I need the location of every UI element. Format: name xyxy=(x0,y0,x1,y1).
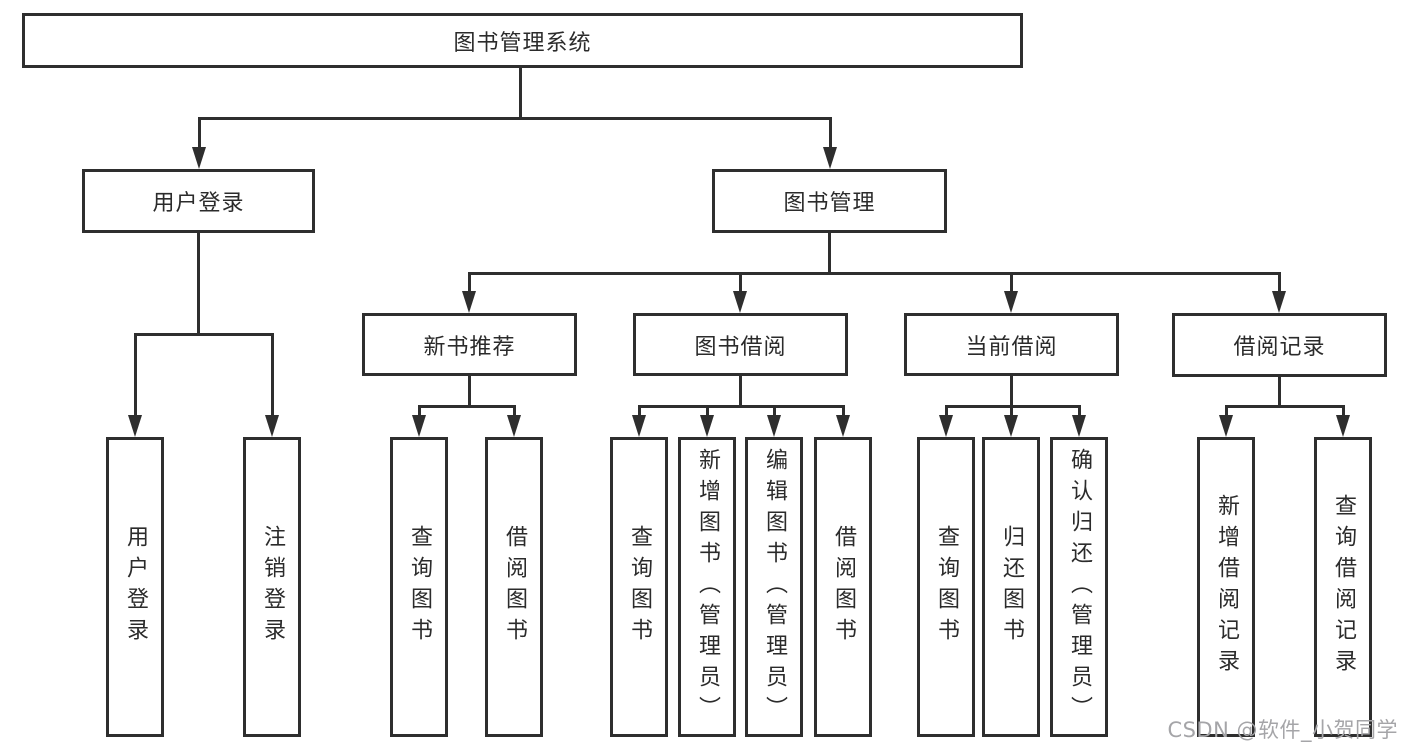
leaf-user-login: 用户登录 xyxy=(106,437,164,737)
csdn-watermark: CSDN @软件_小贺同学 xyxy=(1167,718,1398,742)
arrow-to-leaf-user-login xyxy=(128,333,142,437)
leaf-logout-label: 注销登录 xyxy=(260,525,285,649)
leaf-query-books-recommend: 查询图书 xyxy=(390,437,448,737)
leaf-add-borrow-record: 新增借阅记录 xyxy=(1197,437,1255,737)
arrow-to-book-borrow xyxy=(733,272,747,313)
connector-book-management-stem xyxy=(828,233,831,275)
node-book-borrow: 图书借阅 xyxy=(633,313,848,376)
connector-level1-rail xyxy=(198,117,832,120)
arrow-to-leaf-query-borrow-record xyxy=(1336,405,1350,437)
arrow-to-leaf-logout xyxy=(265,333,279,437)
connector-book-borrow-rail xyxy=(638,405,845,408)
connector-borrow-record-rail xyxy=(1225,405,1345,408)
leaf-query-books-current: 查询图书 xyxy=(917,437,975,737)
node-root-library-system: 图书管理系统 xyxy=(22,13,1023,68)
arrow-to-leaf-borrow-books-recommend xyxy=(507,405,521,437)
leaf-borrow-books-recommend: 借阅图书 xyxy=(485,437,543,737)
arrowhead-icon xyxy=(128,415,142,437)
connector-root-stem xyxy=(519,68,522,119)
arrow-to-user-login xyxy=(192,117,206,169)
node-new-book-recommend-label: 新书推荐 xyxy=(423,334,516,360)
leaf-query-borrow-record-label: 查询借阅记录 xyxy=(1331,494,1356,680)
arrowhead-icon xyxy=(462,291,476,313)
leaf-edit-books-admin-label: 编辑图书（管理员） xyxy=(762,447,787,727)
arrow-to-leaf-query-books-recommend xyxy=(412,405,426,437)
node-new-book-recommend: 新书推荐 xyxy=(362,313,577,376)
arrowhead-icon xyxy=(1004,291,1018,313)
connector-new-book-rail xyxy=(418,405,516,408)
node-borrow-record: 借阅记录 xyxy=(1172,313,1387,377)
leaf-query-books-borrow-label: 查询图书 xyxy=(627,525,652,649)
node-current-borrow: 当前借阅 xyxy=(904,313,1119,376)
leaf-borrow-books: 借阅图书 xyxy=(814,437,872,737)
leaf-logout: 注销登录 xyxy=(243,437,301,737)
arrow-to-leaf-return-books xyxy=(1004,405,1018,437)
arrowhead-icon xyxy=(412,415,426,437)
arrow-to-book-management xyxy=(823,117,837,169)
node-current-borrow-label: 当前借阅 xyxy=(965,334,1058,360)
arrow-to-current-borrow xyxy=(1004,272,1018,313)
leaf-return-books-label: 归还图书 xyxy=(999,525,1024,649)
arrowhead-icon xyxy=(1072,415,1086,437)
connector-current-borrow-stem xyxy=(1010,376,1013,408)
connector-user-login-rail xyxy=(134,333,274,336)
arrowhead-icon xyxy=(1004,415,1018,437)
arrow-to-leaf-add-borrow-record xyxy=(1219,405,1233,437)
arrow-to-leaf-borrow-books xyxy=(836,405,850,437)
arrowhead-icon xyxy=(767,415,781,437)
arrowhead-icon xyxy=(265,415,279,437)
arrowhead-icon xyxy=(836,415,850,437)
node-book-management: 图书管理 xyxy=(712,169,947,233)
node-user-login-label: 用户登录 xyxy=(152,191,245,216)
arrowhead-icon xyxy=(823,147,837,169)
connector-book-borrow-stem xyxy=(739,376,742,408)
connector-level2-rail xyxy=(468,272,1281,275)
node-book-management-label: 图书管理 xyxy=(783,191,876,216)
arrow-to-borrow-record xyxy=(1272,272,1286,313)
arrowhead-icon xyxy=(1219,415,1233,437)
connector-new-book-stem xyxy=(468,376,471,408)
arrow-to-leaf-add-books-admin xyxy=(700,405,714,437)
node-borrow-record-label: 借阅记录 xyxy=(1233,335,1326,360)
leaf-return-books: 归还图书 xyxy=(982,437,1040,737)
leaf-borrow-books-label: 借阅图书 xyxy=(831,525,856,649)
arrowhead-icon xyxy=(1336,415,1350,437)
arrow-to-leaf-query-books-current xyxy=(939,405,953,437)
arrowhead-icon xyxy=(507,415,521,437)
leaf-add-borrow-record-label: 新增借阅记录 xyxy=(1214,494,1239,680)
leaf-add-books-admin-label: 新增图书（管理员） xyxy=(695,447,720,727)
leaf-add-books-admin: 新增图书（管理员） xyxy=(678,437,736,737)
arrowhead-icon xyxy=(632,415,646,437)
arrowhead-icon xyxy=(733,291,747,313)
arrowhead-icon xyxy=(700,415,714,437)
arrow-to-leaf-confirm-return-admin xyxy=(1072,405,1086,437)
connector-user-login-stem xyxy=(197,233,200,336)
connector-current-borrow-rail xyxy=(945,405,1081,408)
leaf-query-books-current-label: 查询图书 xyxy=(934,525,959,649)
arrow-to-leaf-edit-books-admin xyxy=(767,405,781,437)
connector-borrow-record-stem xyxy=(1278,377,1281,408)
leaf-user-login-label: 用户登录 xyxy=(123,525,148,649)
arrow-to-leaf-query-books-borrow xyxy=(632,405,646,437)
arrowhead-icon xyxy=(1272,291,1286,313)
node-book-borrow-label: 图书借阅 xyxy=(694,334,787,360)
leaf-borrow-books-recommend-label: 借阅图书 xyxy=(502,525,527,649)
leaf-confirm-return-admin-label: 确认归还（管理员） xyxy=(1067,447,1092,727)
arrowhead-icon xyxy=(192,147,206,169)
leaf-edit-books-admin: 编辑图书（管理员） xyxy=(745,437,803,737)
leaf-query-books-recommend-label: 查询图书 xyxy=(407,525,432,649)
leaf-confirm-return-admin: 确认归还（管理员） xyxy=(1050,437,1108,737)
node-user-login: 用户登录 xyxy=(82,169,315,233)
node-root-label: 图书管理系统 xyxy=(453,30,592,56)
arrow-to-new-book-recommend xyxy=(462,272,476,313)
leaf-query-borrow-record: 查询借阅记录 xyxy=(1314,437,1372,737)
arrowhead-icon xyxy=(939,415,953,437)
leaf-query-books-borrow: 查询图书 xyxy=(610,437,668,737)
